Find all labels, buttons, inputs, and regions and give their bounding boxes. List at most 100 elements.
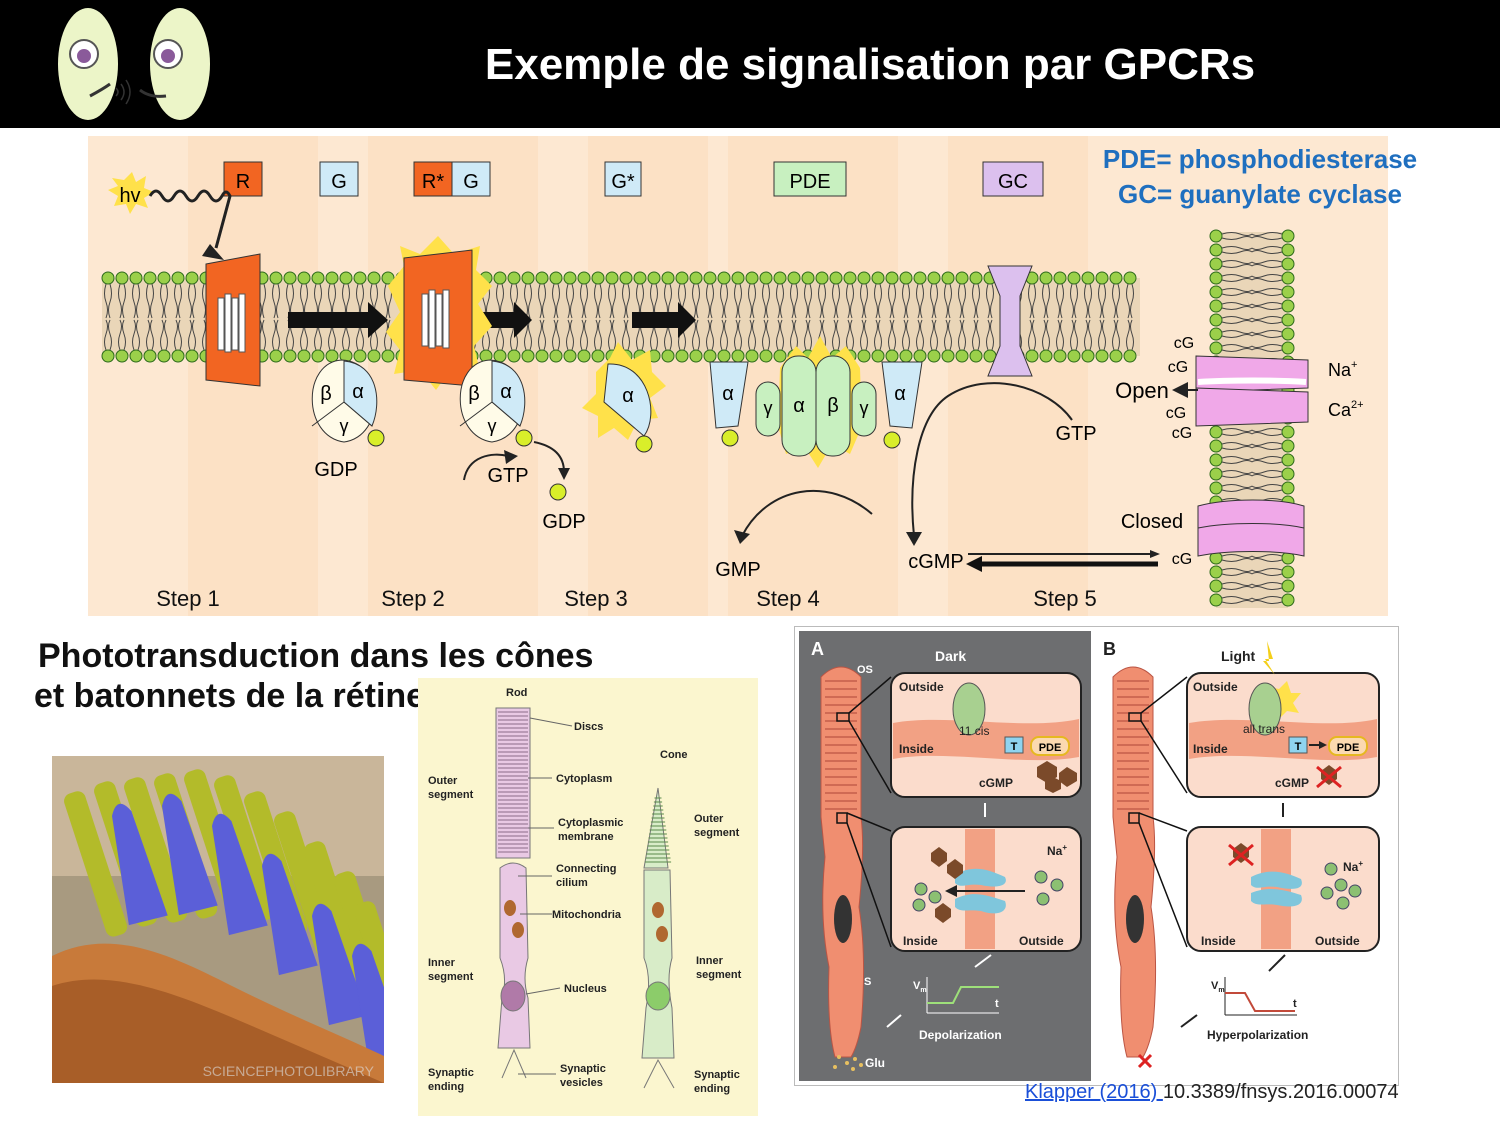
section-subtitle: Phototransduction dans les cônes et bato… [34,636,674,716]
depolarization-label: Depolarization [919,1028,1002,1042]
citation-doi: 10.3389/fnsys.2016.00074 [1162,1081,1399,1103]
svg-text:β: β [827,395,839,417]
svg-text:Glu: Glu [865,1056,885,1070]
channel-closed [1197,499,1305,557]
svg-text:α: α [894,383,906,405]
cell-b [1112,666,1157,1058]
step-5-label: Step 5 [1033,586,1097,611]
svg-text:GDP: GDP [314,459,357,481]
svg-text:GTP: GTP [487,465,528,487]
svg-text:Outer: Outer [428,775,458,787]
cone-cell [641,787,675,1089]
svg-text:OS: OS [857,664,873,676]
box-gstar: G* [604,161,642,197]
g-protein-binding: β α γ GTP GDP [459,359,586,533]
abbreviation-legend: PDE= phosphodiesterase GC= guanylate cyc… [1070,142,1450,212]
svg-text:PDE: PDE [1039,742,1062,754]
label-cone: Cone [660,749,688,761]
svg-text:vesicles: vesicles [560,1077,603,1089]
g-protein-inactive: β α γ GDP [311,359,385,481]
svg-text:cG: cG [1166,405,1186,422]
slide-header: Exemple de signalisation par GPCRs [0,0,1500,128]
retina-micrograph: SCIENCEPHOTOLIBRARY [52,756,384,1083]
panel-b-disc-zoom: Outside Inside all trans cGMP T PDE [1186,641,1380,798]
step-2-label: Step 2 [381,586,445,611]
svg-text:membrane: membrane [558,831,614,843]
svg-text:Inside: Inside [1193,742,1228,756]
svg-text:γ: γ [488,416,497,436]
citation: Klapper (2016) 10.3389/fnsys.2016.00074 [1025,1081,1399,1104]
svg-text:Outside: Outside [1315,934,1360,948]
svg-text:11 cis: 11 cis [959,724,989,738]
rod-cone-diagram: Rod Cone Discs Cytoplasm Cytoplasmic mem… [418,678,758,1116]
svg-text:Na+: Na+ [1328,359,1357,380]
svg-text:G: G [331,171,347,193]
svg-text:Open: Open [1115,378,1169,403]
svg-text:t: t [995,998,999,1010]
subtitle-line-2: et batonnets de la rétine [34,677,426,715]
svg-text:α: α [793,395,805,417]
panel-a-letter: A [811,639,824,659]
svg-text:Outside: Outside [1019,934,1064,948]
svg-text:Dark: Dark [935,648,966,664]
svg-text:Inner: Inner [696,955,724,967]
svg-text:hv: hv [119,185,140,207]
svg-text:segment: segment [696,969,742,981]
svg-text:Synaptic: Synaptic [428,1067,474,1079]
legend-pde: PDE= phosphodiesterase [1102,144,1418,174]
panel-a-channel-zoom: Inside Outside Na+ [890,826,1082,952]
svg-text:Closed: Closed [1121,511,1183,533]
vertical-membrane: cG cG cG cG Open Na+ Ca2+ Closed cG [1115,229,1364,608]
svg-text:all trans: all trans [1243,722,1285,736]
rod-cell [495,707,531,1079]
panel-b-letter: B [1103,639,1116,659]
svg-text:Synaptic: Synaptic [560,1063,606,1075]
panel-a-disc-zoom: Outside Inside 11 cis cGMP T PDE [890,672,1082,798]
svg-text:α: α [622,385,634,407]
receptor-rstar [386,236,492,390]
svg-text:GTP: GTP [1055,423,1096,445]
svg-text:T: T [1295,741,1302,753]
citation-link[interactable]: Klapper (2016) [1025,1081,1163,1103]
svg-text:cG: cG [1168,359,1188,376]
box-g: G [319,161,359,197]
svg-text:Vm: Vm [913,980,927,994]
guanylate-cyclase: GTP cGMP [906,265,1160,573]
dark-light-panels: A Dark OS IS B Light Outside Inside 11 c… [794,626,1399,1086]
svg-text:Inside: Inside [1201,934,1236,948]
svg-text:GMP: GMP [715,559,761,581]
graph-depolarization: Vm t Depolarization Glu [833,954,1002,1071]
svg-text:γ: γ [764,398,773,418]
svg-text:segment: segment [428,789,474,801]
svg-text:Inside: Inside [899,742,934,756]
step-labels: Step 1 Step 2 Step 3 Step 4 Step 5 [156,586,1097,611]
svg-text:cGMP: cGMP [908,551,964,573]
svg-text:T: T [1011,741,1018,753]
photon-hv: hv [108,172,232,260]
svg-text:Inner: Inner [428,957,456,969]
step-3-label: Step 3 [564,586,628,611]
svg-text:ending: ending [428,1081,464,1093]
svg-text:Cytoplasm: Cytoplasm [556,773,612,785]
svg-text:cG: cG [1172,425,1192,442]
svg-text:GC: GC [998,171,1028,193]
svg-text:R*: R* [422,171,444,193]
svg-text:GDP: GDP [542,511,585,533]
svg-text:PDE: PDE [1337,742,1360,754]
channel-open [1195,355,1309,427]
svg-text:Mitochondria: Mitochondria [552,909,622,921]
box-pde: PDE [773,161,847,197]
svg-text:Discs: Discs [574,721,603,733]
svg-text:Connecting: Connecting [556,863,617,875]
svg-text:cG: cG [1172,551,1192,568]
pde-complex: α γ α β γ α GMP [709,336,923,581]
svg-text:segment: segment [428,971,474,983]
box-rstar-g: R* G [413,161,491,197]
svg-text:Ca2+: Ca2+ [1328,399,1364,420]
label-rod: Rod [506,687,527,699]
hyperpolarization-label: Hyperpolarization [1207,1028,1308,1042]
subtitle-line-1: Phototransduction dans les cônes [38,637,594,675]
legend-gc: GC= guanylate cyclase [1118,179,1402,209]
svg-text:t: t [1293,998,1297,1010]
mascot-logo [58,8,210,120]
